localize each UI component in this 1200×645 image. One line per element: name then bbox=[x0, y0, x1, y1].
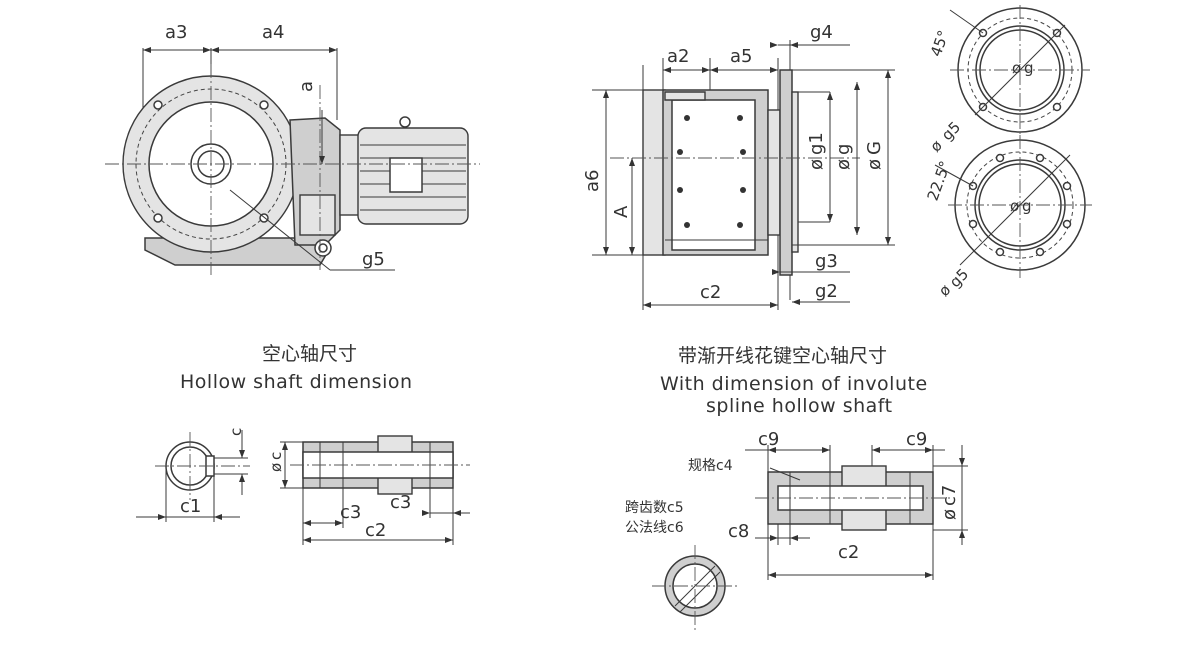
hollow-shaft-title-en: Hollow shaft dimension bbox=[180, 371, 413, 393]
dim-c9-right: c9 bbox=[906, 429, 927, 450]
svg-text:ø: ø bbox=[833, 159, 854, 170]
normal-c6-label: 公法线c6 bbox=[625, 520, 684, 536]
dim-phi-g-flange-top: g bbox=[1024, 59, 1034, 77]
svg-text:ø: ø bbox=[806, 159, 827, 170]
dim-phi-g5-top: g5 bbox=[938, 118, 964, 144]
dim-phi-G: G bbox=[864, 141, 885, 155]
dim-A: A bbox=[611, 205, 632, 218]
spline-shaft-end-view: 跨齿数c5 公法线c6 bbox=[625, 500, 740, 630]
dim-g3: g3 bbox=[815, 251, 838, 272]
dim-c2-hollow: c2 bbox=[365, 520, 386, 541]
dim-a6: a6 bbox=[582, 170, 603, 192]
dim-a2: a2 bbox=[667, 46, 689, 67]
flange-view-top: 45° ø g ø g5 bbox=[927, 5, 1090, 156]
dim-g2: g2 bbox=[815, 281, 838, 302]
svg-text:ø: ø bbox=[1010, 197, 1019, 215]
flange-view-bottom: 22.5° ø g ø g5 bbox=[924, 135, 1092, 300]
front-view: a2 a5 g4 a6 A ø bbox=[582, 22, 895, 310]
dim-c8: c8 bbox=[728, 521, 749, 542]
dim-g5-side: g5 bbox=[362, 249, 385, 270]
hollow-shaft-end-view: c1 c bbox=[136, 428, 250, 522]
dim-angle-22-5: 22.5° bbox=[924, 158, 955, 203]
hollow-shaft-long-view: ø c c3 c3 c2 bbox=[267, 435, 470, 545]
svg-text:ø: ø bbox=[864, 159, 885, 170]
svg-text:ø: ø bbox=[1012, 59, 1021, 77]
dim-phi-c: c bbox=[267, 452, 285, 460]
dim-c1: c1 bbox=[180, 496, 201, 517]
spline-shaft-title-cn: 带渐开线花键空心轴尺寸 bbox=[678, 345, 887, 367]
spec-c4-label: 规格c4 bbox=[688, 458, 733, 474]
spline-shaft-long-view: c9 c9 ø c7 c8 c2 规格c4 bbox=[688, 429, 968, 580]
dim-a: a bbox=[296, 81, 317, 92]
svg-text:ø: ø bbox=[927, 136, 946, 155]
dim-phi-c7: c7 bbox=[939, 485, 960, 506]
dim-c2-spline: c2 bbox=[838, 542, 859, 563]
side-view: a3 a4 a bbox=[105, 22, 480, 275]
teeth-c5-label: 跨齿数c5 bbox=[625, 500, 684, 516]
svg-text:ø: ø bbox=[267, 463, 285, 472]
dim-phi-g5-bottom: g5 bbox=[946, 265, 972, 291]
dim-a5: a5 bbox=[730, 46, 752, 67]
dim-c3-right: c3 bbox=[390, 492, 411, 513]
spline-shaft-title-en-2: spline hollow shaft bbox=[706, 395, 893, 417]
hollow-shaft-title-cn: 空心轴尺寸 bbox=[262, 343, 357, 365]
dim-a3: a3 bbox=[165, 22, 187, 43]
spline-shaft-title-en-1: With dimension of involute bbox=[660, 373, 928, 395]
dim-c9-left: c9 bbox=[758, 429, 779, 450]
svg-text:ø: ø bbox=[939, 509, 960, 520]
dim-c2-front: c2 bbox=[700, 282, 721, 303]
dim-c: c bbox=[227, 428, 245, 436]
dim-g4: g4 bbox=[810, 22, 833, 43]
dim-phi-g-flange-bottom: g bbox=[1022, 197, 1032, 215]
dim-c3-left: c3 bbox=[340, 502, 361, 523]
dim-a4: a4 bbox=[262, 22, 284, 43]
dim-phi-g1: g1 bbox=[806, 132, 827, 155]
dim-phi-g: g bbox=[833, 144, 854, 155]
dim-angle-45: 45° bbox=[927, 28, 953, 59]
